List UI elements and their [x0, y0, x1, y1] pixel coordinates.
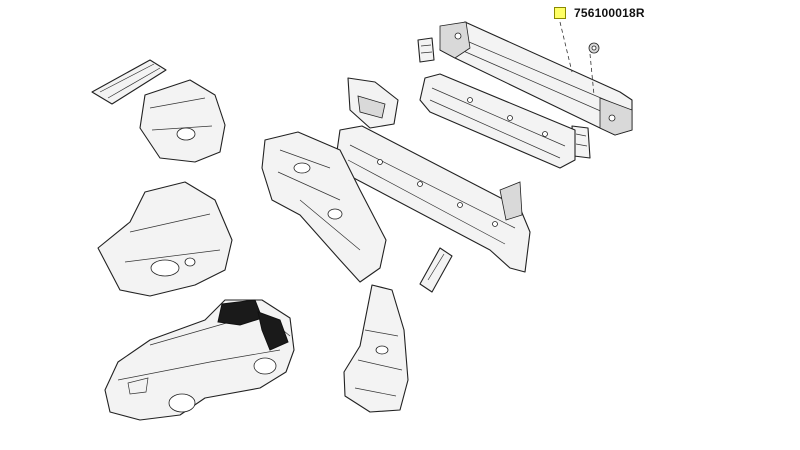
legend-swatch [554, 7, 566, 19]
part-legend: 756100018R [554, 5, 645, 21]
rear-bumper-beam[interactable] [439, 21, 633, 136]
fastener-nut[interactable] [588, 42, 600, 54]
vehicle-overview [104, 299, 295, 421]
beam-bracket-left[interactable] [417, 37, 435, 63]
lower-small-bracket[interactable] [419, 247, 453, 293]
quarter-panel-inner-lower[interactable] [343, 284, 409, 413]
wheel-arch-panel[interactable] [97, 181, 233, 297]
rear-upper-cross-member[interactable] [419, 73, 576, 169]
leader-lines [559, 21, 595, 96]
highlighted-side-area [257, 311, 289, 351]
rear-side-inner-panel[interactable] [261, 131, 387, 283]
rear-end-panel[interactable] [335, 125, 531, 273]
highlighted-rear-area [217, 299, 263, 326]
part-number-label[interactable]: 756100018R [574, 6, 645, 20]
upper-side-bracket[interactable] [347, 77, 399, 129]
rear-side-member-upper[interactable] [91, 59, 226, 163]
